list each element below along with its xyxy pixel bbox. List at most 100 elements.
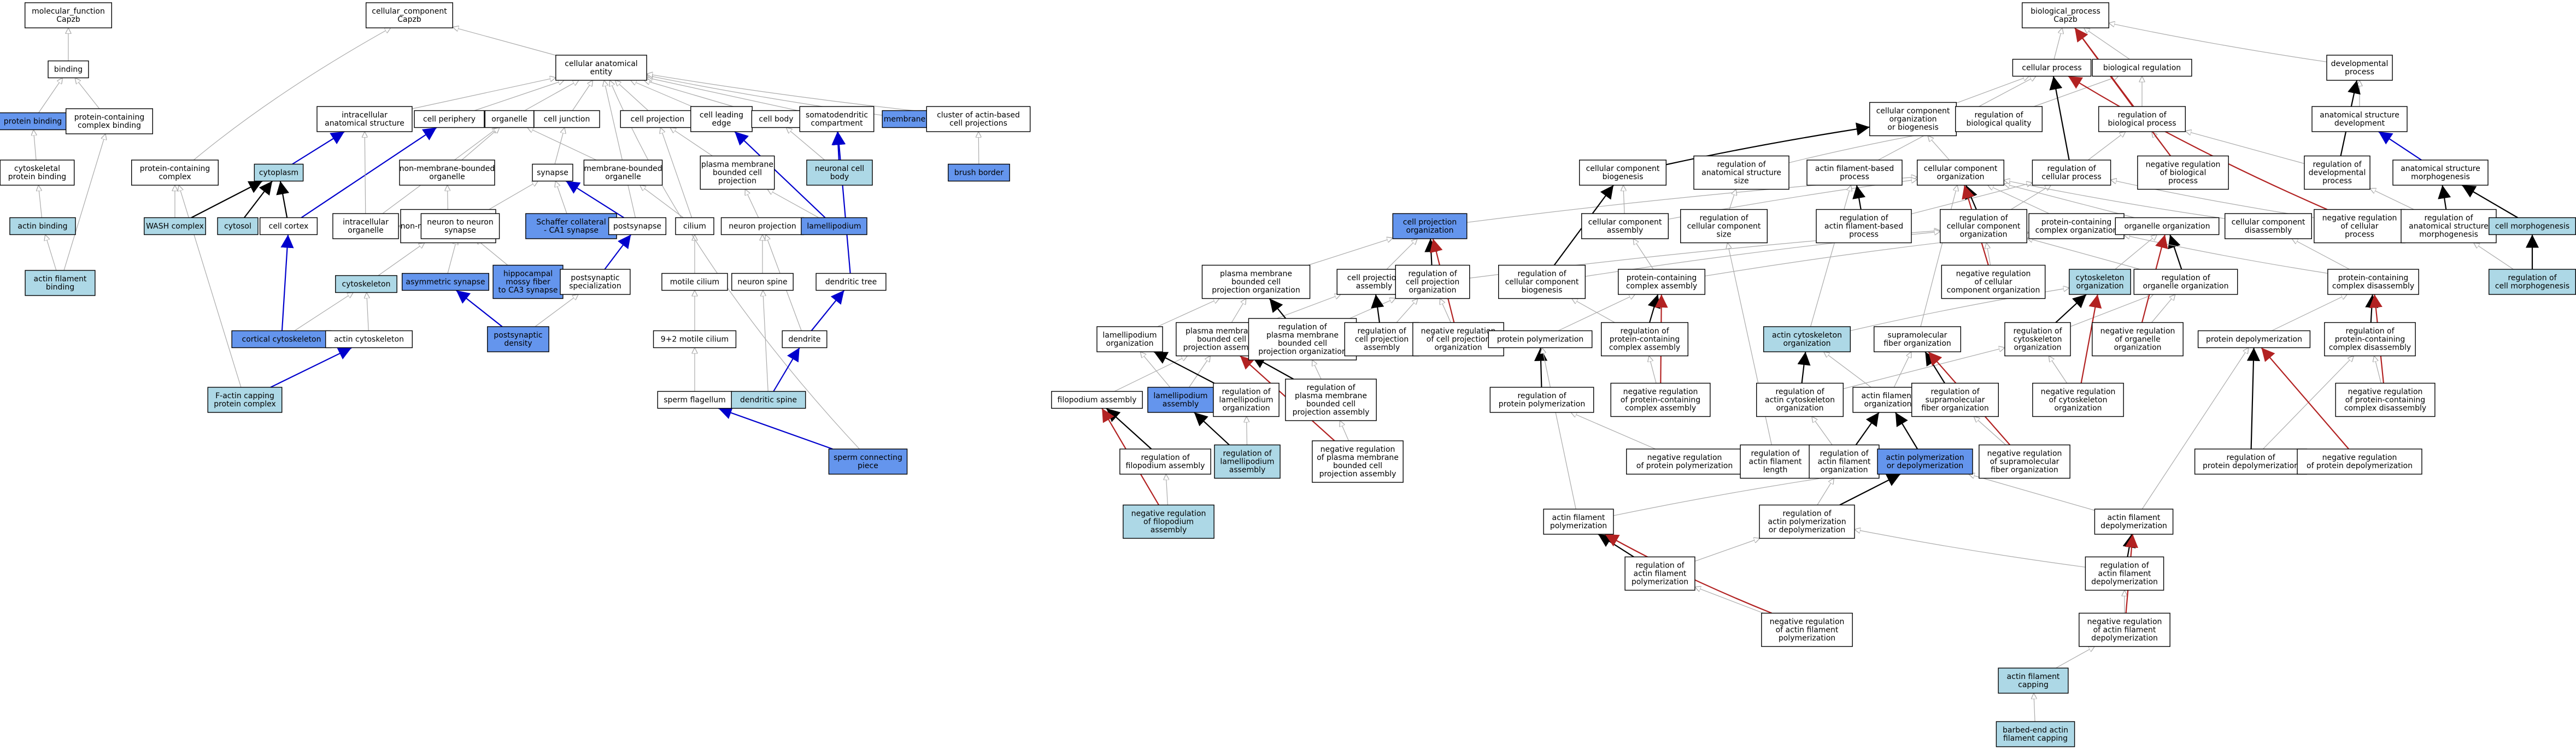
term-node-asymsyn[interactable]: asymmetric synapse xyxy=(402,273,490,291)
term-node-celljunction[interactable]: cell junction xyxy=(533,110,600,128)
term-node-dendspine[interactable]: dendritic spine xyxy=(731,391,806,409)
term-node-organelle[interactable]: organelle xyxy=(484,110,535,128)
term-node-cilium[interactable]: cilium xyxy=(675,217,714,235)
term-node-cytosol[interactable]: cytosol xyxy=(217,217,259,235)
term-node-actincytosk[interactable]: actin cytoskeleton xyxy=(325,330,413,349)
term-node-wash[interactable]: WASH complex xyxy=(144,217,206,235)
term-node-cytoskeleton[interactable]: cytoskeleton xyxy=(335,275,397,293)
term-node-neuronproj[interactable]: neuron projection xyxy=(720,217,805,235)
term-node-cellcortex[interactable]: cell cortex xyxy=(259,217,318,235)
term-node-lamellipodium[interactable]: lamellipodium xyxy=(801,217,867,235)
term-node-actinbind[interactable]: actin binding xyxy=(9,217,76,235)
term-node-c92[interactable]: 9+2 motile cilium xyxy=(653,330,737,349)
term-node-dendrite[interactable]: dendrite xyxy=(782,330,828,349)
term-node-bioreg[interactable]: biological regulation xyxy=(2092,58,2192,77)
term-node-synapse[interactable]: synapse xyxy=(532,163,573,182)
term-node-cytoplasm[interactable]: cytoplasm xyxy=(254,163,304,182)
term-node-cellperiph[interactable]: cell periphery xyxy=(414,110,485,128)
term-node-filoassembly[interactable]: filopodium assembly xyxy=(1051,391,1143,409)
term-node-protpoly[interactable]: protein polymerization xyxy=(1488,330,1593,349)
term-node-cellbody[interactable]: cell body xyxy=(751,110,801,128)
term-node-brush[interactable]: brush border xyxy=(948,163,1010,182)
term-node-cellproc[interactable]: cellular process xyxy=(2012,58,2092,77)
term-node-protbind[interactable]: protein binding xyxy=(0,112,71,131)
term-node-protdepoly[interactable]: protein depolymerization xyxy=(2197,330,2311,349)
term-node-binding[interactable]: binding xyxy=(48,60,89,79)
term-node-dendtree[interactable]: dendritic tree xyxy=(815,273,887,291)
term-node-membrane[interactable]: membrane xyxy=(882,110,928,128)
